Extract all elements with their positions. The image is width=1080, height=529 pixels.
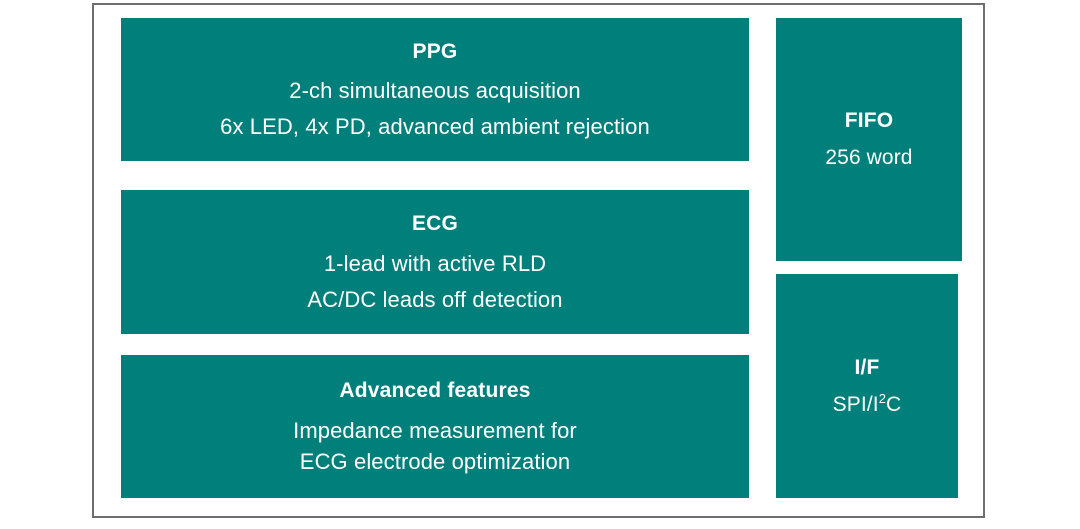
block-advanced-features-line-2: ECG electrode optimization: [299, 448, 571, 474]
block-interface[interactable]: I/F SPI/I2C: [776, 274, 958, 498]
block-fifo-line-1: 256 word: [825, 146, 913, 169]
block-ecg-title: ECG: [411, 212, 459, 236]
block-ppg-line-2: 6x LED, 4x PD, advanced ambient rejectio…: [220, 114, 650, 140]
block-advanced-features-line-1: Impedance measurement for: [293, 417, 577, 443]
block-ecg-line-2: AC/DC leads off detection: [307, 286, 563, 312]
block-advanced-features[interactable]: Advanced features Impedance measurement …: [121, 355, 749, 498]
diagram-frame: PPG 2-ch simultaneous acquisition 6x LED…: [92, 3, 985, 518]
block-advanced-features-title: Advanced features: [339, 379, 531, 403]
block-interface-line-1: SPI/I2C: [832, 390, 902, 416]
block-ecg[interactable]: ECG 1-lead with active RLD AC/DC leads o…: [121, 190, 749, 334]
block-ecg-line-1: 1-lead with active RLD: [323, 250, 547, 276]
block-fifo[interactable]: FIFO 256 word: [776, 18, 962, 261]
block-ppg-title: PPG: [412, 39, 458, 63]
block-fifo-title: FIFO: [844, 109, 894, 133]
block-interface-title: I/F: [854, 355, 880, 379]
block-ppg[interactable]: PPG 2-ch simultaneous acquisition 6x LED…: [121, 18, 749, 161]
block-ppg-line-1: 2-ch simultaneous acquisition: [289, 78, 581, 104]
